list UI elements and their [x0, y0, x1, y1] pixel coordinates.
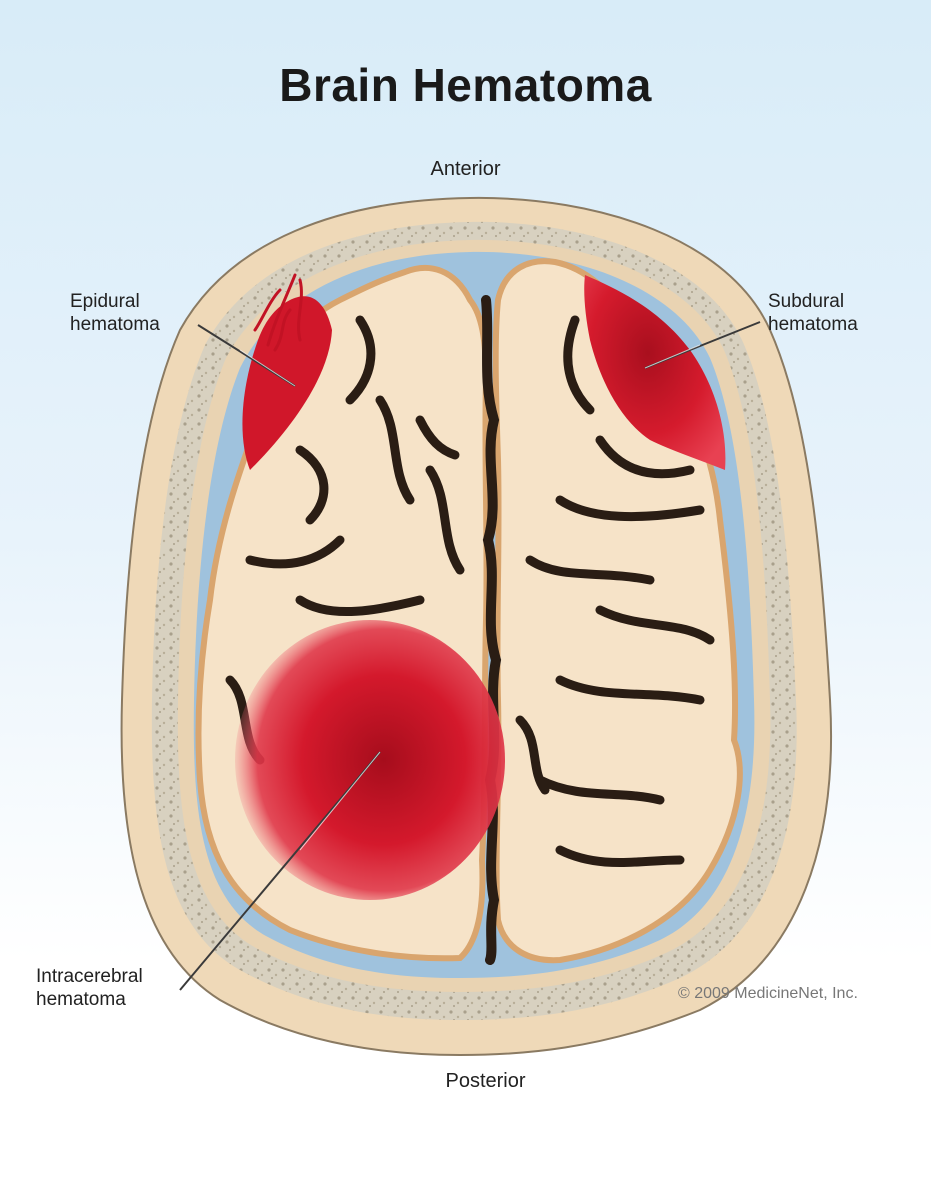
epidural-hematoma	[242, 296, 332, 470]
epidural-vessels	[253, 273, 303, 352]
epidural-label: Epidural hematoma	[70, 290, 160, 336]
posterior-label: Posterior	[445, 1070, 526, 1092]
subdural-label: Subdural hematoma	[768, 290, 858, 336]
epidural-label-line2: hematoma	[70, 314, 160, 335]
subdural-label-line1: Subdural	[768, 291, 845, 312]
intracerebral-pointer	[179, 751, 381, 991]
intracerebral-label: Intracerebral hematoma	[36, 965, 143, 1011]
anterior-label: Anterior	[430, 158, 501, 180]
intracerebral-hematoma	[235, 620, 505, 900]
sulci-right	[515, 315, 715, 867]
copyright-notice: © 2009 MedicineNet, Inc.	[678, 985, 858, 1002]
subdural-label-line2: hematoma	[768, 314, 858, 335]
intracerebral-label-line2: hematoma	[36, 989, 126, 1010]
subdural-hematoma	[584, 275, 726, 470]
page-title: Brain Hematoma	[279, 59, 652, 111]
intracerebral-label-line1: Intracerebral	[36, 966, 143, 987]
midline-fissure	[481, 295, 502, 965]
epidural-label-line1: Epidural	[70, 291, 140, 312]
